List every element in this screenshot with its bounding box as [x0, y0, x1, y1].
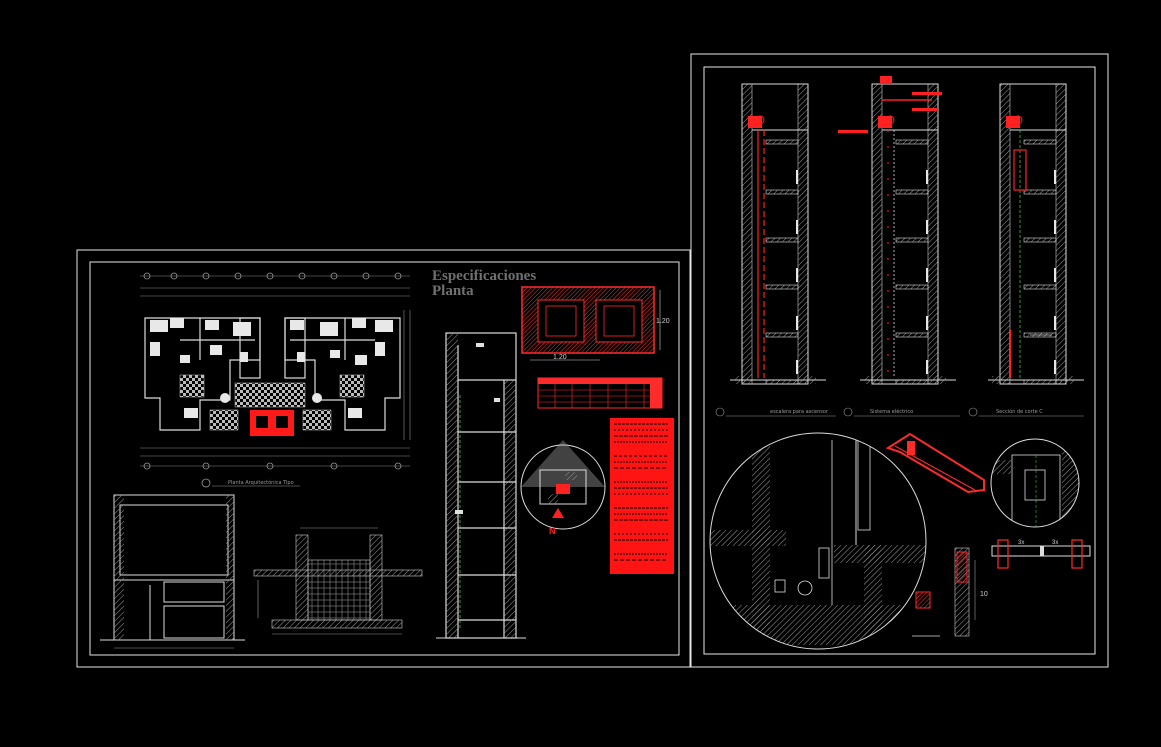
spec-table-red [537, 377, 663, 409]
pit-dim-height: 1.20 [656, 318, 670, 325]
specs-title-line1: Especificaciones [432, 268, 536, 284]
right-sheet-inner-border [703, 66, 1096, 655]
rail-anchor-detail [991, 539, 1091, 569]
buffer-column-detail [912, 547, 976, 637]
pit-section-detail [253, 527, 423, 635]
floor-plan-dimension-lines [140, 275, 411, 467]
notes-block-lines [614, 423, 668, 561]
shaft-section-b [838, 76, 956, 385]
detail-dim-height: 10 [980, 591, 988, 598]
section-captions [715, 407, 1084, 417]
plan-caption-group: Planta Arquitectónica Tipo [201, 478, 300, 488]
floor-plan-grid-bubbles [143, 272, 402, 470]
elevator-pit-plan-red [521, 286, 661, 361]
section-a-caption: escalera para ascensor [770, 409, 829, 415]
specs-title-line2: Planta [432, 283, 474, 299]
plan-caption: Planta Arquitectónica Tipo [228, 479, 294, 486]
left-sheet-inner-border [89, 261, 680, 656]
shaft-section-a [730, 83, 826, 385]
detail-dim-a: 3x [1018, 540, 1024, 546]
detail-circle-small [990, 438, 1080, 528]
floor-plan [144, 317, 401, 436]
detail-circle-large [709, 432, 927, 650]
right-sheet [690, 53, 1109, 668]
notes-block-red [610, 418, 674, 574]
section-b-caption: Sistema eléctrico [870, 408, 913, 415]
rail-bracket-detail-red [885, 432, 985, 494]
section-c-caption: Sección de corte C [996, 408, 1043, 415]
north-arrow-label: N [549, 526, 556, 536]
right-sheet-outer-border [690, 53, 1109, 668]
shaft-sections-group [730, 76, 1084, 385]
pit-dim-width: 1.20 [553, 354, 567, 361]
detail-dim-b: 3x [1052, 540, 1058, 546]
shaft-section-c [988, 83, 1084, 385]
location-key-plan [520, 440, 606, 530]
left-sheet [76, 249, 691, 668]
left-sheet-outer-border [76, 249, 691, 668]
